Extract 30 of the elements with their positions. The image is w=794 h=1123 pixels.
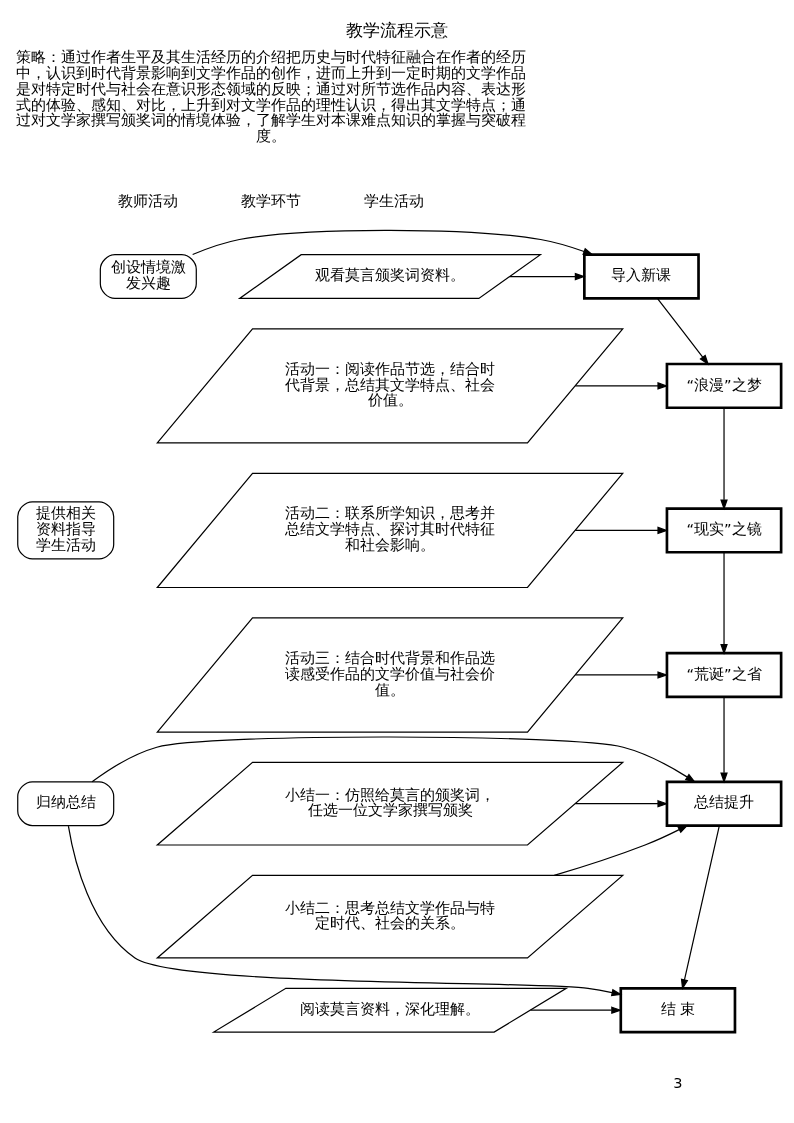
arrow — [574, 381, 669, 390]
diagram-title: 教学流程示意 — [346, 19, 448, 40]
label: 教师活动 — [118, 191, 179, 209]
arrow — [657, 297, 710, 365]
node-box: “浪漫”之梦 — [665, 362, 783, 409]
label: 学生活动 — [363, 191, 424, 209]
arrow — [574, 526, 669, 534]
arrow — [509, 272, 586, 280]
arrow — [553, 824, 689, 876]
label: 3 — [673, 1073, 683, 1091]
node-box: 导入新课 — [583, 252, 700, 300]
node-box: “现实”之镜 — [665, 506, 783, 554]
node-box: “荒诞”之省 — [665, 651, 783, 698]
node-box: 总结提升 — [665, 780, 783, 827]
arrow — [720, 406, 728, 510]
label: 教学环节 — [240, 191, 301, 209]
node-box: 归纳总结 — [17, 780, 115, 826]
arrow — [574, 670, 669, 679]
arrow — [192, 229, 594, 255]
arrow — [720, 695, 728, 783]
arrow — [574, 799, 669, 808]
node-box: 结 束 — [619, 986, 737, 1033]
arrow — [720, 551, 728, 655]
arrow — [680, 824, 720, 990]
label: 策略：通过作者生平及其生活经历的介绍把历史与时代特征融合在作者的经历中，认识到时代背景影响到文学作品的创作，进而上升到一定时期的文学作品是对特定时代与社会在意识形态领域的反映；通过对所节选作品内容、表达形式的体验、感知、对比，上升到对文学作品的理性认识，得出其文学特点；通过对文学家撰写颁奖词的情境体验，了解学生对本课难点知识的掌握与突破程度。 — [15, 47, 526, 144]
node-box: 提供相关资料指导学生活动 — [17, 500, 115, 560]
arrow — [67, 824, 623, 996]
arrow — [529, 1005, 623, 1014]
arrow — [91, 735, 696, 783]
node-box: 创设情境激发兴趣 — [99, 253, 197, 299]
